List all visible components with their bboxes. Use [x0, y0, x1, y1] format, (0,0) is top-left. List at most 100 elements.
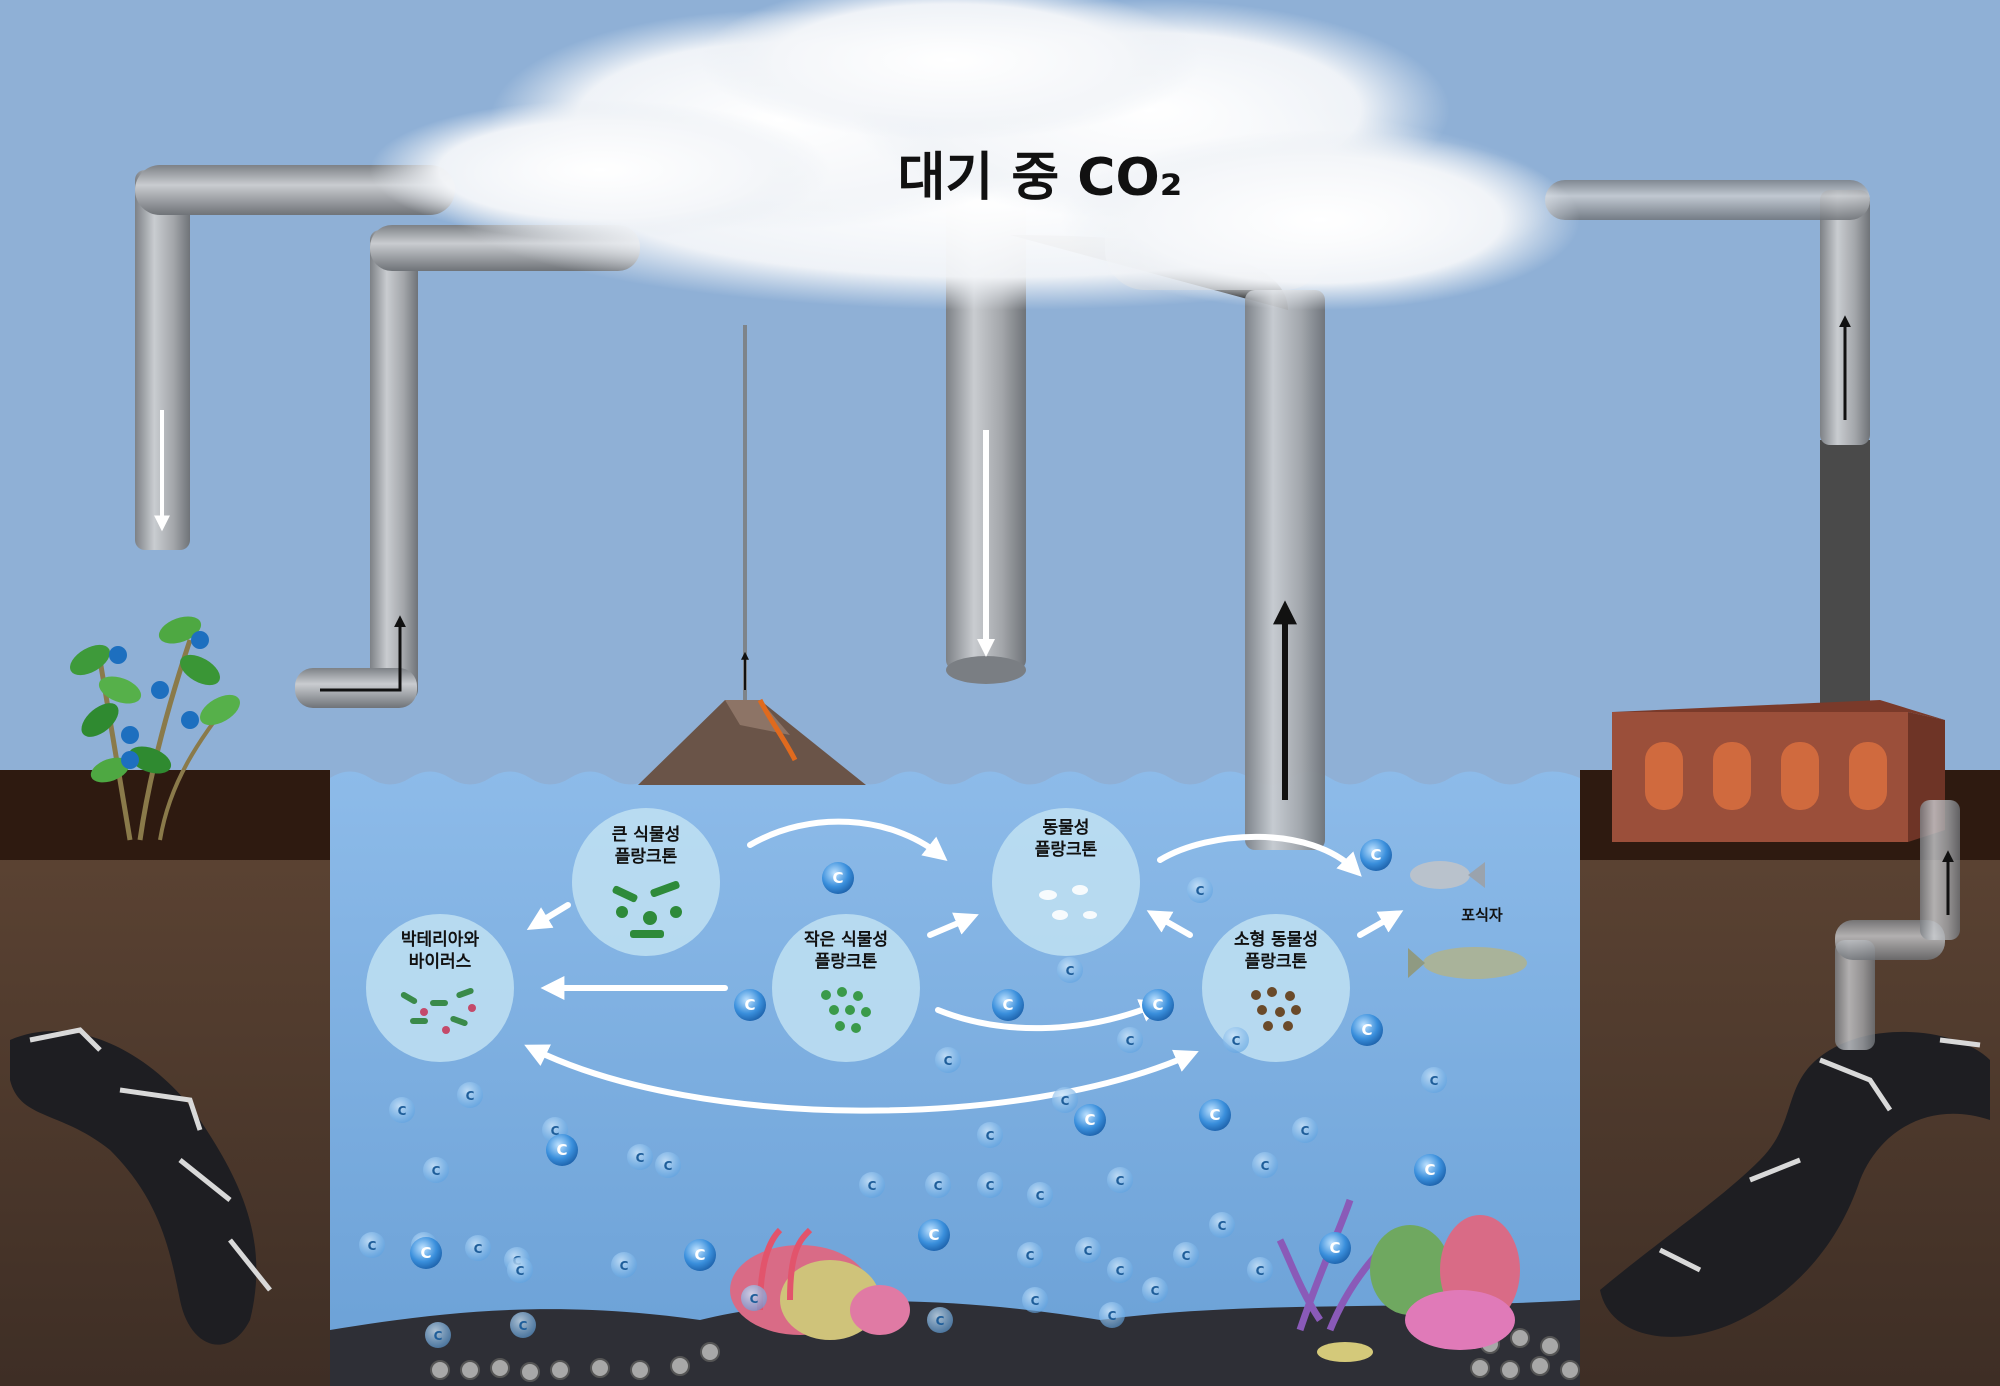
carbon-particle: C: [1360, 839, 1392, 871]
carbon-symbol: C: [432, 1164, 441, 1178]
arrow-small-phyto-to-zoo: [927, 912, 979, 938]
carbon-particle: C: [977, 1172, 1003, 1198]
carbon-symbol: C: [1126, 1034, 1135, 1048]
carbon-symbol: C: [398, 1104, 407, 1118]
label-bacteria-2: 바이러스: [409, 952, 472, 972]
carbon-symbol: C: [1061, 1094, 1070, 1108]
label-bacteria-1: 박테리아와: [401, 930, 480, 950]
carbon-particle: C: [510, 1312, 536, 1338]
carbon-particle: C: [925, 1172, 951, 1198]
carbon-particle: C: [1057, 957, 1083, 983]
carbon-symbol: C: [519, 1319, 528, 1333]
carbon-symbol: C: [1026, 1249, 1035, 1263]
carbon-particle: C: [822, 862, 854, 894]
carbon-particle: C: [1017, 1242, 1043, 1268]
carbon-particle: C: [1319, 1232, 1351, 1264]
pipe-fossil-extraction: [1835, 800, 1960, 1050]
carbon-particles: C C C C C C C C C C C C C C C C C C C C C C C C C C C C C C C C C C C C C C C C…: [359, 839, 1447, 1348]
carbon-symbol: C: [1232, 1034, 1241, 1048]
carbon-particle: C: [1247, 1257, 1273, 1283]
carbon-particle: C: [465, 1235, 491, 1261]
carbon-particle: C: [410, 1237, 442, 1269]
arrow-large-phyto-to-bacteria: [526, 902, 571, 930]
carbon-symbol: C: [868, 1179, 877, 1193]
carbon-particle: C: [1075, 1237, 1101, 1263]
node-bacteria-viruses: 박테리아와 바이러스: [366, 914, 514, 1062]
carbon-particle: C: [927, 1307, 953, 1333]
node-zooplankton: 동물성 플랑크톤: [992, 808, 1140, 956]
carbon-particle: C: [918, 1219, 950, 1251]
arrow-bacteria-small-zoo: [524, 1044, 1199, 1114]
arrow-small-phyto-to-small-zoo: [935, 999, 1164, 1032]
carbon-symbol: C: [986, 1179, 995, 1193]
arrow-large-phyto-to-zoo: [747, 818, 948, 861]
carbon-symbol: C: [928, 1226, 939, 1244]
volcano: [638, 325, 866, 785]
node-small-phytoplankton: 작은 식물성 플랑크톤: [772, 914, 920, 1062]
carbon-symbol: C: [1218, 1219, 1227, 1233]
carbon-particle: C: [1107, 1257, 1133, 1283]
carbon-symbol: C: [1370, 846, 1381, 864]
label-small-zooplankton-2: 플랑크톤: [1245, 952, 1308, 972]
carbon-particle: C: [1099, 1302, 1125, 1328]
carbon-particle: C: [359, 1232, 385, 1258]
carbon-particle: C: [1223, 1027, 1249, 1053]
food-web-arrows: [524, 818, 1404, 1114]
carbon-particle: C: [1292, 1117, 1318, 1143]
carbon-symbol: C: [694, 1246, 705, 1264]
arrow-zoo-to-predators: [1157, 833, 1362, 877]
carbon-symbol: C: [556, 1141, 567, 1159]
carbon-symbol: C: [466, 1089, 475, 1103]
carbon-particle: C: [1074, 1104, 1106, 1136]
carbon-particle: C: [655, 1152, 681, 1178]
carbon-particle: C: [1027, 1182, 1053, 1208]
carbon-symbol: C: [750, 1292, 759, 1306]
carbon-particle: C: [1351, 1014, 1383, 1046]
carbon-symbol: C: [1151, 1284, 1160, 1298]
label-small-zooplankton-1: 소형 동물성: [1234, 929, 1318, 950]
carbon-symbol: C: [1209, 1106, 1220, 1124]
carbon-symbol: C: [1182, 1249, 1191, 1263]
label-small-phytoplankton-1: 작은 식물성: [804, 930, 888, 950]
carbon-particle: C: [741, 1285, 767, 1311]
carbon-symbol: C: [620, 1259, 629, 1273]
carbon-particle: C: [1199, 1099, 1231, 1131]
coral-reef-right: [1276, 1198, 1520, 1362]
node-small-zooplankton: 소형 동물성 플랑크톤: [1202, 914, 1350, 1062]
atmosphere-cloud: [370, 0, 1580, 310]
carbon-particle: C: [423, 1157, 449, 1183]
carbon-particle: C: [546, 1134, 578, 1166]
diagram-title: 대기 중 CO₂: [898, 148, 1183, 208]
carbon-particle: C: [992, 989, 1024, 1021]
carbon-symbol: C: [744, 996, 755, 1014]
label-large-phytoplankton-1: 큰 식물성: [612, 825, 680, 845]
carbon-symbol: C: [1031, 1294, 1040, 1308]
carbon-particle: C: [734, 989, 766, 1021]
carbon-symbol: C: [1084, 1111, 1095, 1129]
carbon-particle: C: [507, 1257, 533, 1283]
predators-fish: 포식자: [1408, 861, 1527, 979]
carbon-symbol: C: [636, 1151, 645, 1165]
carbon-symbol: C: [1430, 1074, 1439, 1088]
carbon-symbol: C: [1301, 1124, 1310, 1138]
label-predators: 포식자: [1461, 906, 1503, 924]
carbon-symbol: C: [551, 1124, 560, 1138]
land-plant: [70, 616, 240, 841]
carbon-particle: C: [1107, 1167, 1133, 1193]
factory: [1612, 440, 1945, 842]
fossil-bones-left: [29, 1027, 272, 1292]
carbon-particle: C: [425, 1322, 451, 1348]
label-large-phytoplankton-2: 플랑크톤: [615, 847, 678, 867]
carbon-symbol: C: [420, 1244, 431, 1262]
carbon-particle: C: [1022, 1287, 1048, 1313]
carbon-symbol: C: [1329, 1239, 1340, 1257]
carbon-symbol: C: [434, 1329, 443, 1343]
carbon-symbol: C: [1036, 1189, 1045, 1203]
carbon-symbol: C: [934, 1179, 943, 1193]
fossil-bones-right: [1658, 1037, 1981, 1273]
carbon-symbol: C: [1361, 1021, 1372, 1039]
carbon-particle: C: [1209, 1212, 1235, 1238]
carbon-symbol: C: [1116, 1264, 1125, 1278]
fossil-deposit-right: [1600, 1031, 1990, 1337]
